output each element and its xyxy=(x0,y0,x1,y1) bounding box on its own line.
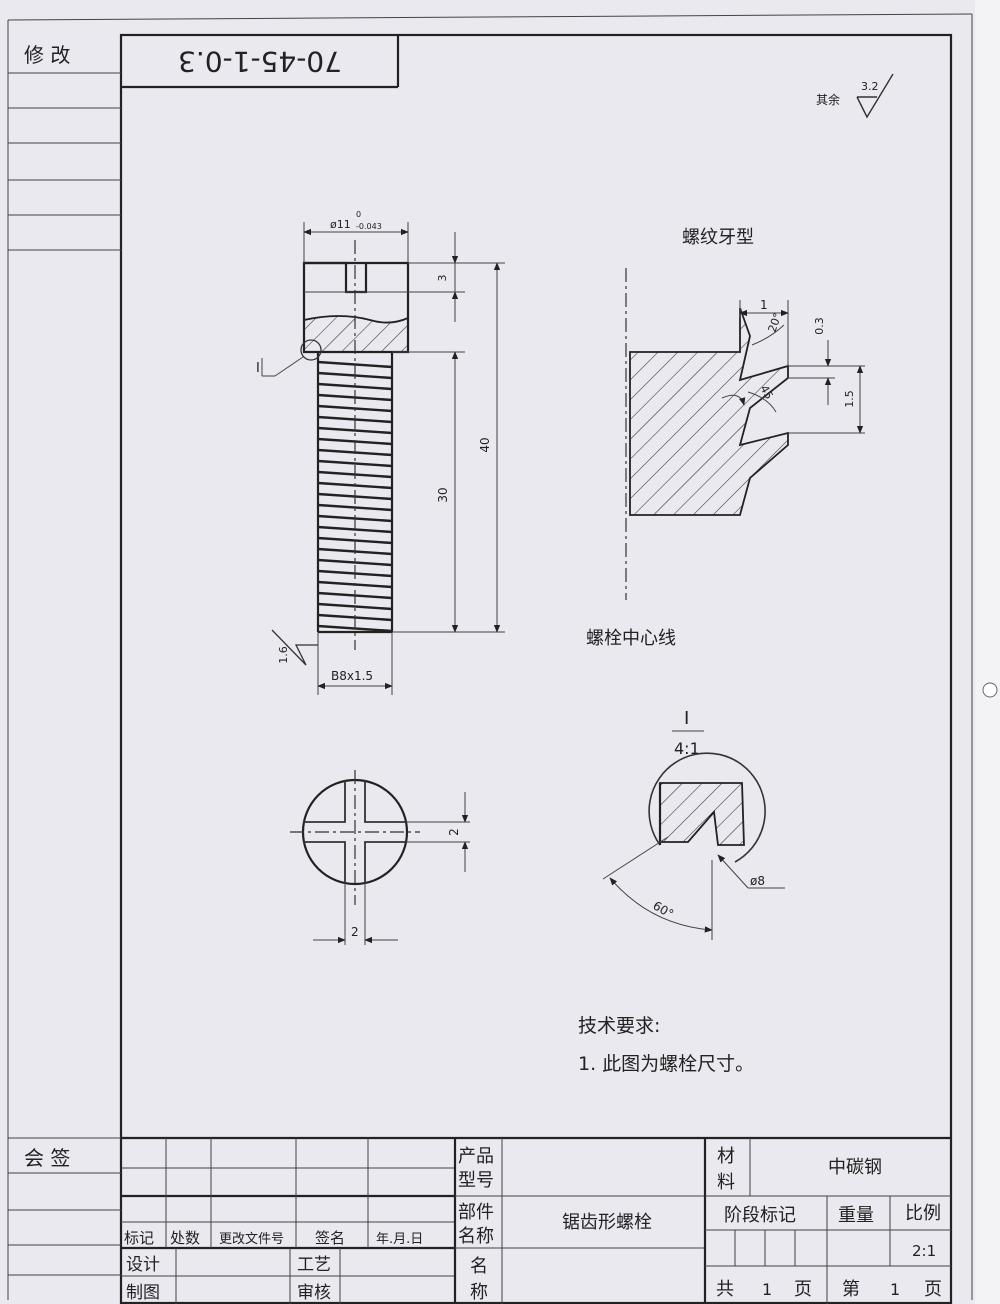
svg-text:年.月.日: 年.月.日 xyxy=(376,1232,423,1247)
thread-roughness: 1.6 xyxy=(277,646,290,664)
svg-text:名: 名 xyxy=(470,1256,488,1277)
title-block: 标记 处数 更改文件号 签名 年.月.日 设计 制图 工艺 审核 产品 型号 部… xyxy=(121,1136,951,1304)
thread-crest-line xyxy=(317,602,393,611)
detail-view-I: I 4:1 60° ø8 xyxy=(602,708,785,940)
svg-text:标记: 标记 xyxy=(124,1229,154,1247)
svg-text:部件: 部件 xyxy=(458,1202,494,1223)
thread-crest-line xyxy=(317,426,393,435)
thread-crest-line xyxy=(317,360,393,369)
profile-angle-b: 45 xyxy=(757,383,775,402)
profile-depth-dim: 0.3 xyxy=(813,317,826,335)
bolt-front-view: I ø11 0 -0.043 3 40 30 B8x1.5 1.6 xyxy=(256,210,505,695)
svg-text:型号: 型号 xyxy=(458,1170,494,1191)
profile-height-dim: 1.5 xyxy=(843,390,856,408)
total-length-dim: 40 xyxy=(478,437,492,452)
svg-text:处数: 处数 xyxy=(170,1229,200,1247)
svg-text:制图: 制图 xyxy=(126,1283,160,1303)
svg-text:3.2: 3.2 xyxy=(861,80,879,93)
detail-marker-label: I xyxy=(256,361,260,376)
svg-text:比例: 比例 xyxy=(905,1203,941,1224)
thread-profile-title: 螺纹牙型 xyxy=(682,227,754,248)
svg-text:名称: 名称 xyxy=(458,1226,494,1247)
notes-title: 技术要求: xyxy=(578,1015,660,1037)
profile-pitch-dim: 1 xyxy=(760,298,768,312)
drawing-number-box: 70-45-1-0.3 xyxy=(121,35,400,89)
thread-profile-view: 螺纹牙型 1 20° 45 0.3 1.5 螺栓中心线 xyxy=(586,227,865,649)
svg-text:1: 1 xyxy=(890,1280,900,1299)
detail-scale: 4:1 xyxy=(674,739,700,758)
svg-text:材: 材 xyxy=(717,1146,735,1167)
svg-text:第: 第 xyxy=(842,1279,860,1300)
svg-text:称: 称 xyxy=(470,1282,488,1303)
thread-crest-line xyxy=(317,525,393,534)
svg-text:其余: 其余 xyxy=(816,92,840,107)
thread-crest-line xyxy=(317,382,393,391)
svg-text:料: 料 xyxy=(717,1172,735,1193)
detail-title: I xyxy=(684,708,689,729)
svg-text:共: 共 xyxy=(716,1279,734,1300)
revision-label: 修 改 xyxy=(24,43,70,67)
thread-crest-line xyxy=(317,558,393,567)
technical-requirements: 技术要求: 1. 此图为螺栓尺寸。 xyxy=(578,1015,754,1075)
thread-spec-dim: B8x1.5 xyxy=(331,669,373,683)
slot-depth-dim: 3 xyxy=(436,275,449,282)
thread-crest-line xyxy=(317,459,393,468)
scale-value: 2:1 xyxy=(912,1242,936,1260)
svg-text:审核: 审核 xyxy=(297,1283,331,1303)
svg-text:设计: 设计 xyxy=(126,1255,160,1275)
slot-width-horizontal: 2 xyxy=(351,925,359,939)
paper-background xyxy=(0,0,975,1304)
head-diameter-dim: ø11 xyxy=(330,218,351,231)
material-value: 中碳钢 xyxy=(828,1157,882,1178)
page-scroll-handle[interactable] xyxy=(982,682,998,698)
bolt-centerline-label: 螺栓中心线 xyxy=(586,628,676,649)
detail-dia-dim: ø8 xyxy=(750,874,765,888)
svg-text:页: 页 xyxy=(924,1279,942,1300)
thread-crest-line xyxy=(317,503,393,512)
slot-width-vertical: 2 xyxy=(447,828,461,836)
countersign-label: 会 签 xyxy=(24,1146,70,1170)
bolt-end-view: 2 2 xyxy=(290,770,470,945)
part-name-value: 锯齿形螺栓 xyxy=(562,1212,652,1233)
revision-column: 修 改 会 签 xyxy=(8,43,121,1276)
svg-text:1: 1 xyxy=(762,1280,772,1299)
svg-text:-0.043: -0.043 xyxy=(356,222,382,231)
thread-length-dim: 30 xyxy=(436,487,450,502)
profile-angle-a: 20° xyxy=(766,311,785,334)
svg-text:页: 页 xyxy=(794,1279,812,1300)
notes-item-1: 1. 此图为螺栓尺寸。 xyxy=(578,1053,754,1075)
svg-text:产品: 产品 xyxy=(458,1146,494,1167)
svg-text:更改文件号: 更改文件号 xyxy=(219,1232,284,1247)
surface-roughness-symbol: 其余 3.2 xyxy=(816,73,894,119)
svg-text:签名: 签名 xyxy=(315,1229,345,1247)
svg-text:阶段标记: 阶段标记 xyxy=(724,1205,796,1226)
svg-text:重量: 重量 xyxy=(838,1205,874,1226)
drawing-number: 70-45-1-0.3 xyxy=(178,45,342,78)
svg-text:工艺: 工艺 xyxy=(297,1255,331,1275)
svg-text:0: 0 xyxy=(356,210,361,219)
drawing-frame xyxy=(119,33,953,1304)
